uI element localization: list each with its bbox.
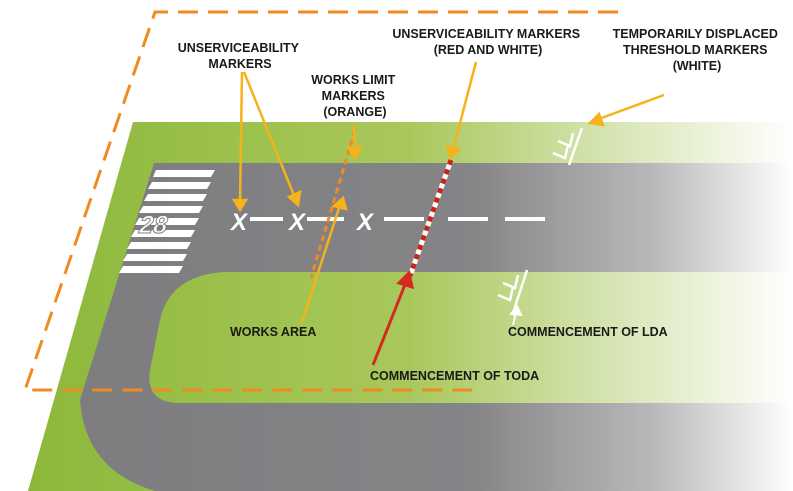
x-marker: X — [355, 209, 375, 236]
displaced-threshold-lower — [497, 269, 529, 311]
lda-arrow — [509, 304, 523, 326]
x-marker: X — [229, 209, 249, 236]
x-marker: X — [287, 209, 307, 236]
runway-and-taxiway — [80, 163, 793, 491]
label-commencement-toda: COMMENCEMENT OF TODA — [370, 369, 539, 383]
unserviceability-x-markers: X X X — [229, 209, 375, 236]
works-limit-line — [309, 129, 357, 279]
label-commencement-lda: COMMENCEMENT OF LDA — [508, 325, 668, 339]
label-temporarily-displaced: TEMPORARILY DISPLACED THRESHOLD MARKERS … — [613, 27, 782, 73]
callout-lines — [231, 61, 665, 323]
label-works-limit-markers: WORKS LIMIT MARKERS (ORANGE) — [311, 73, 399, 119]
label-unserviceability-markers: UNSERVICEABILITY MARKERS — [178, 41, 303, 71]
label-unserviceability-red-white: UNSERVICEABILITY MARKERS (RED AND WHITE) — [392, 27, 583, 57]
threshold-markings — [119, 170, 215, 273]
toda-arrow — [371, 269, 415, 366]
works-area-boundary — [22, 10, 618, 392]
red-white-marker-line-red — [407, 159, 454, 277]
displaced-threshold-upper — [552, 127, 584, 166]
label-works-area: WORKS AREA — [230, 325, 316, 339]
